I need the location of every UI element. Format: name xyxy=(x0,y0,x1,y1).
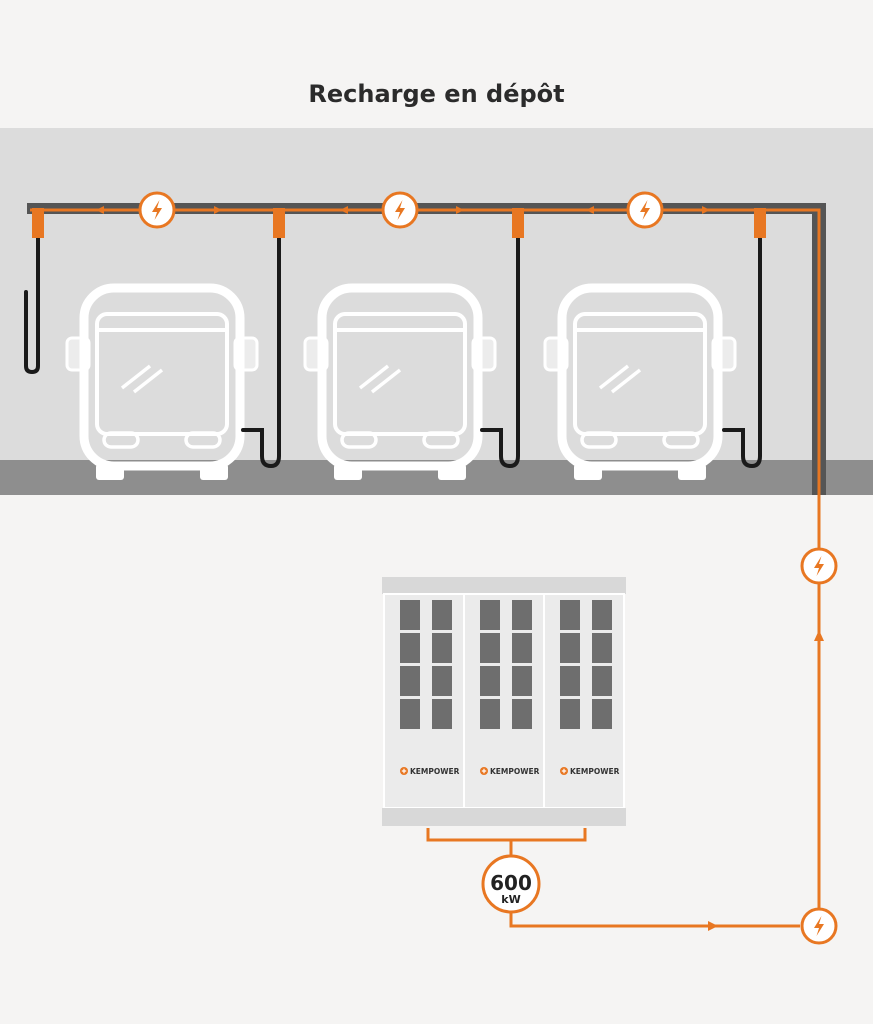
charger-module xyxy=(432,699,452,729)
flow-arrow-right xyxy=(708,921,718,931)
charger-module xyxy=(592,633,612,663)
charger-module xyxy=(512,600,532,630)
overhead-power-line xyxy=(30,208,821,500)
charger-base xyxy=(382,808,626,826)
brand-label: KEMPOWER xyxy=(410,767,460,776)
charger-module xyxy=(480,699,500,729)
charger-roof xyxy=(382,577,626,594)
charging-cables xyxy=(24,234,762,469)
lightning-bolt-icon xyxy=(800,547,838,585)
lightning-bolt-icon xyxy=(626,191,664,229)
charger-module xyxy=(512,699,532,729)
flow-arrow-up xyxy=(814,630,824,641)
rail-flow-arrows xyxy=(96,206,710,214)
power-unit-badge: 600 kW xyxy=(481,854,541,914)
kempower-plus-logo-icon xyxy=(399,766,409,776)
connector-3 xyxy=(512,208,524,238)
charger-module xyxy=(592,699,612,729)
cable-bus-1 xyxy=(241,234,281,469)
brand-label: KEMPOWER xyxy=(570,767,620,776)
kempower-plus-logo-icon xyxy=(479,766,489,776)
cable-bus-2 xyxy=(480,234,520,469)
charger-module xyxy=(400,633,420,663)
charger-module xyxy=(480,600,500,630)
pantograph-connectors xyxy=(32,208,766,238)
lightning-bolt-icon xyxy=(800,907,838,945)
lightning-bolt-icon xyxy=(138,191,176,229)
charger-module xyxy=(592,600,612,630)
brand-label: KEMPOWER xyxy=(490,767,540,776)
kempower-plus-logo-icon xyxy=(559,766,569,776)
charger-module xyxy=(432,600,452,630)
charger-module xyxy=(400,666,420,696)
cabinet-bus-bar xyxy=(426,828,587,842)
connector-1 xyxy=(32,208,44,238)
cable-bus-3 xyxy=(722,234,762,469)
connector-2 xyxy=(273,208,285,238)
charger-modules xyxy=(400,600,612,729)
hanging-cable xyxy=(24,234,40,375)
power-unit: kW xyxy=(501,893,520,906)
charger-module xyxy=(560,699,580,729)
unit-to-node-line xyxy=(509,906,800,928)
depot-wall xyxy=(0,128,873,460)
lightning-bolt-icon xyxy=(381,191,419,229)
charger-module xyxy=(592,666,612,696)
charger-module xyxy=(400,600,420,630)
charger-module xyxy=(560,666,580,696)
charger-module xyxy=(560,600,580,630)
charger-module xyxy=(480,666,500,696)
connector-4 xyxy=(754,208,766,238)
charger-module xyxy=(560,633,580,663)
charger-module xyxy=(432,633,452,663)
charger-module xyxy=(432,666,452,696)
charger-station: KEMPOWER KEMPOWER KEMPOWER xyxy=(382,577,626,826)
charger-module xyxy=(480,633,500,663)
charger-module xyxy=(400,699,420,729)
page-title: Recharge en dépôt xyxy=(308,80,565,108)
charger-module xyxy=(512,633,532,663)
power-value: 600 xyxy=(490,871,532,895)
brand-labels: KEMPOWER KEMPOWER KEMPOWER xyxy=(399,766,620,776)
charger-module xyxy=(512,666,532,696)
